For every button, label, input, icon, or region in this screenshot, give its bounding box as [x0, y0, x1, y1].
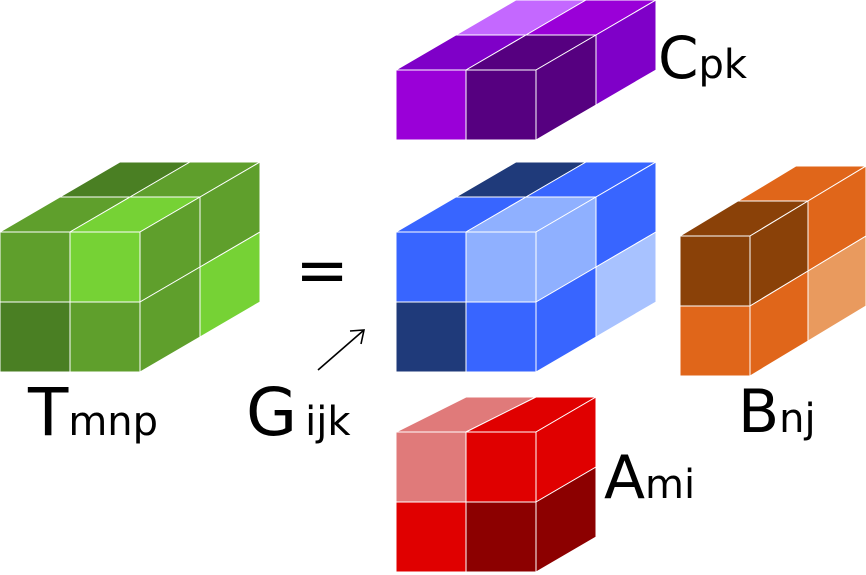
factor-b-front-cell — [679, 305, 751, 377]
factor-c-front-cell — [465, 69, 537, 141]
tensor-t-side-cell — [199, 231, 261, 338]
tensor-g-front-cell — [395, 231, 467, 303]
factor-c-side-cell — [595, 0, 657, 106]
label-a-mi: Ami — [604, 443, 695, 513]
label-t-mnp: Tmnp — [27, 374, 158, 451]
label-c-indices: pk — [699, 42, 748, 88]
factor-a-cube — [395, 396, 597, 573]
factor-b-front-cell — [679, 235, 751, 307]
factor-c-cube — [395, 0, 657, 141]
factor-a-front-cell — [465, 431, 537, 503]
factor-c-top-cell — [525, 0, 657, 36]
tensor-g-front-cell — [465, 301, 537, 373]
tensor-g-side-cell — [595, 231, 657, 338]
factor-a-front-cell — [395, 501, 467, 573]
factor-b-top-cell — [737, 165, 866, 202]
label-g-letter: G — [246, 374, 297, 451]
label-b-nj: Bnj — [738, 377, 816, 447]
label-a-letter: A — [604, 443, 645, 513]
label-a-indices: mi — [645, 462, 695, 508]
arrow-icon — [317, 329, 366, 371]
label-t-indices: mnp — [68, 399, 158, 445]
factor-a-side-cell — [535, 466, 597, 573]
core-tensor-g-cube — [395, 161, 657, 373]
label-c-letter: C — [658, 24, 699, 92]
tensor-g-front-cell — [465, 231, 537, 303]
tensor-t-front-cell — [0, 231, 71, 303]
factor-b-cube — [679, 165, 866, 377]
tensor-g-front-cell — [395, 301, 467, 373]
factor-c-top-cell — [455, 0, 587, 36]
tensor-t-front-cell — [0, 301, 71, 373]
equals-sign: = — [295, 234, 349, 308]
tensor-t-front-cell — [69, 231, 141, 303]
label-t-letter: T — [27, 374, 69, 451]
factor-c-front-cell — [395, 69, 467, 141]
factor-a-front-cell — [395, 431, 467, 503]
label-b-letter: B — [738, 377, 779, 447]
factor-a-front-cell — [465, 501, 537, 573]
label-g-indices: ijk — [305, 399, 351, 445]
factor-b-side-cell — [807, 235, 866, 342]
tensor-t-front-cell — [69, 301, 141, 373]
label-b-indices: nj — [779, 396, 815, 442]
tensor-t-cube — [0, 161, 261, 373]
label-c-pk: Cpk — [658, 24, 748, 92]
